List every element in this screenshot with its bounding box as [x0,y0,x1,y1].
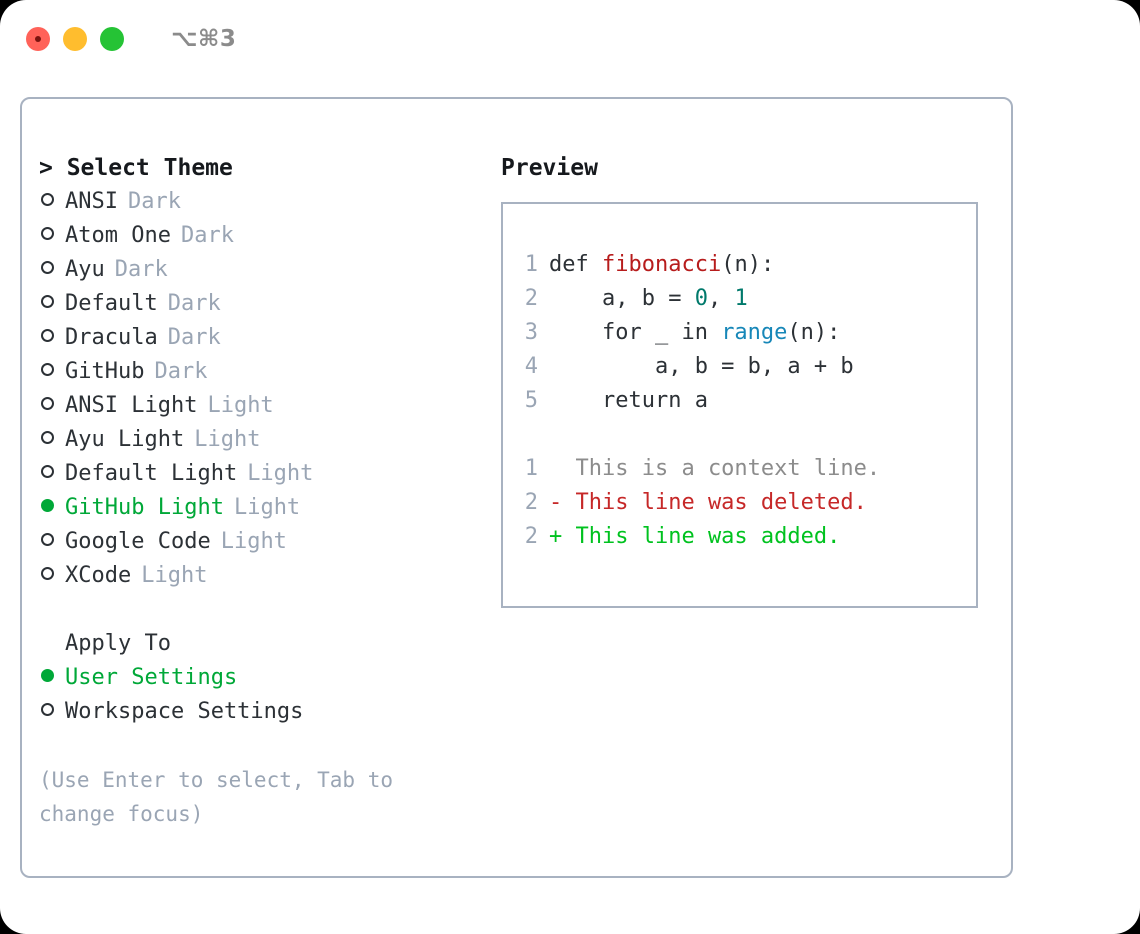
theme-option-label: Default Light [65,461,238,486]
theme-option-variant-tag: Light [233,495,301,520]
diff-line-text: + This line was added. [549,524,841,549]
theme-option-label: ANSI [65,189,118,214]
window-controls [26,27,124,51]
theme-option-10[interactable]: Google Code Light [39,525,499,559]
code-line-number: 5 [524,388,538,413]
apply-to-option-label: Workspace Settings [65,699,304,724]
code-line: 5 return a [516,384,880,418]
theme-option-6[interactable]: ANSI Light Light [39,389,499,423]
code-token-num: 1 [734,286,748,311]
keyboard-hint-text: (Use Enter to select, Tab to change focu… [39,768,406,826]
code-line-number: 1 [524,252,538,277]
theme-option-variant-tag: Dark [167,325,221,350]
diff-line-number: 1 [524,456,538,481]
theme-option-7[interactable]: Ayu Light Light [39,423,499,457]
title-bar: ⌥⌘3 [0,0,1140,78]
theme-option-8[interactable]: Default Light Light [39,457,499,491]
apply-to-option-0[interactable]: User Settings [39,661,499,695]
code-line-text: for _ in range(n): [549,316,840,350]
theme-option-label: Ayu Light [65,427,185,452]
apply-to-title: Apply To [65,631,171,656]
code-line-number: 3 [524,320,538,345]
code-token-plain: (n): [787,320,841,345]
diff-line-text: - This line was deleted. [549,490,867,515]
code-line: 2 a, b = 0, 1 [516,282,880,316]
keyboard-shortcut-label: ⌥⌘3 [171,26,237,52]
theme-option-1[interactable]: Atom One Dark [39,219,499,253]
code-token-num: 0 [694,286,708,311]
preview-title: Preview [501,155,598,181]
code-line-number: 2 [524,286,538,311]
theme-option-4[interactable]: Dracula Dark [39,321,499,355]
code-token-plain: , [707,286,735,311]
apply-to-option-1[interactable]: Workspace Settings [39,695,499,729]
code-token-call: range [721,320,788,345]
code-token-plain: (n): [721,252,775,277]
theme-option-3[interactable]: Default Dark [39,287,499,321]
theme-option-variant-tag: Dark [167,291,221,316]
code-line: 1 def fibonacci(n): [516,248,880,282]
zoom-button-icon[interactable] [100,27,124,51]
theme-option-variant-tag: Light [247,461,314,486]
code-token-plain: return a [549,388,708,413]
theme-option-11[interactable]: XCode Light [39,559,499,593]
code-token-plain: def [549,252,602,277]
diff-line-context: 1 This is a context line. [516,452,880,486]
code-line-text: def fibonacci(n): [549,248,774,282]
theme-option-variant-tag: Light [141,563,208,588]
select-theme-header: > Select Theme [39,155,233,181]
code-token-plain: a, b = b, a + b [549,354,854,379]
theme-option-label: GitHub Light [65,495,224,520]
code-blank-line [516,418,880,452]
theme-option-variant-tag: Dark [180,223,234,248]
minimize-button-icon[interactable] [63,27,87,51]
theme-option-label: Google Code [65,529,211,554]
theme-option-variant-tag: Dark [127,189,181,214]
theme-option-label: Default [65,291,158,316]
code-token-plain: for _ in [549,320,722,345]
theme-option-9[interactable]: GitHub Light Light [39,491,499,525]
code-line-number: 4 [524,354,538,379]
theme-option-label: Dracula [65,325,158,350]
close-button-icon[interactable] [26,27,50,51]
code-line-text: a, b = 0, 1 [549,282,748,316]
code-line: 4 a, b = b, a + b [516,350,880,384]
theme-option-variant-tag: Light [207,393,274,418]
diff-line-number: 2 [524,524,538,549]
theme-option-label: Atom One [65,223,171,248]
diff-line-add: 2 + This line was added. [516,520,880,554]
theme-option-variant-tag: Light [194,427,261,452]
theme-option-label: Ayu [65,257,105,282]
code-line-text: a, b = b, a + b [549,350,854,384]
diff-line-text: This is a context line. [549,456,881,481]
theme-option-2[interactable]: Ayu Dark [39,253,499,287]
diff-line-number: 2 [524,490,538,515]
theme-option-variant-tag: Light [220,529,287,554]
diff-line-del: 2 - This line was deleted. [516,486,880,520]
code-line-text: return a [549,384,708,418]
theme-option-variant-tag: Dark [154,359,208,384]
theme-option-label: GitHub [65,359,145,384]
code-token-plain: a, b = [549,286,695,311]
theme-option-label: ANSI Light [65,393,198,418]
code-line: 3 for _ in range(n): [516,316,880,350]
apply-to-option-label: User Settings [65,665,238,690]
theme-option-label: XCode [65,563,132,588]
theme-option-5[interactable]: GitHub Dark [39,355,499,389]
theme-option-variant-tag: Dark [114,257,168,282]
theme-option-0[interactable]: ANSI Dark [39,185,499,219]
code-token-fn: fibonacci [601,252,722,277]
